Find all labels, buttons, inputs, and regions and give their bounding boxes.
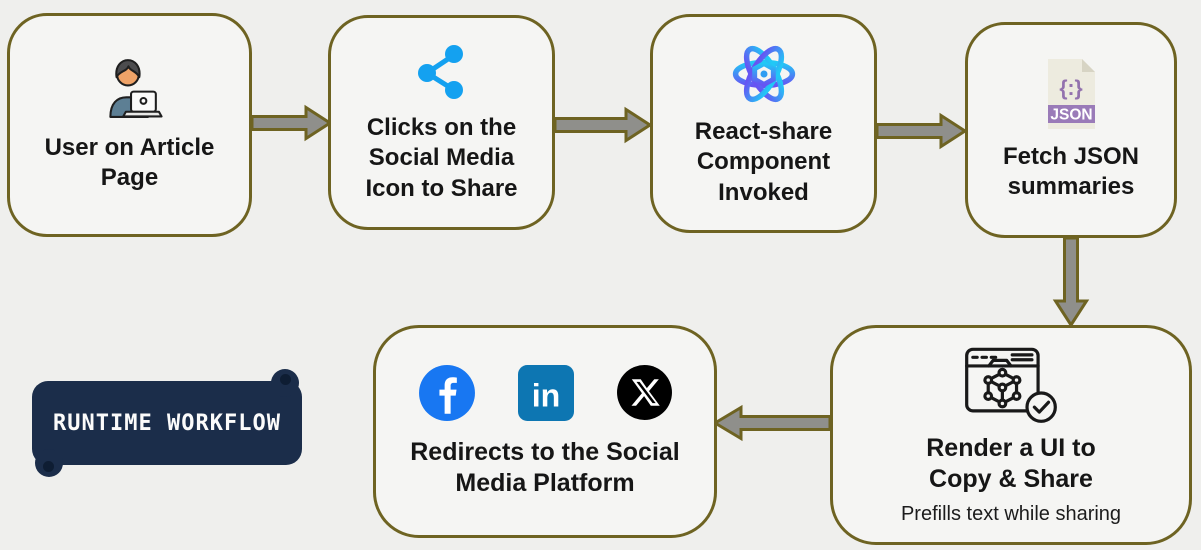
node-label: React-share Component Invoked	[694, 118, 833, 206]
arrow-right-3	[875, 112, 967, 150]
runtime-workflow-badge: RUNTIME WORKFLOW	[32, 369, 302, 477]
json-band-text: JSON	[1050, 106, 1092, 123]
linkedin-icon: in	[517, 364, 574, 421]
arrow-right-1	[250, 104, 332, 142]
social-icons-row: in	[418, 364, 673, 422]
arrow-right-2	[553, 106, 652, 144]
node-label: Fetch JSON summaries	[1002, 142, 1140, 200]
x-icon	[616, 365, 672, 420]
arrow-left	[713, 404, 832, 442]
arrow-down	[1052, 236, 1090, 327]
node-redirects-social-platform: in Redirects to the Social Media Platfor…	[373, 325, 717, 538]
json-file-icon: {:} JSON	[1048, 58, 1095, 129]
node-react-share-component: React-share Component Invoked	[650, 14, 877, 233]
facebook-icon	[418, 364, 475, 421]
badge-curl-top-right	[280, 374, 291, 385]
node-fetch-json-summaries: {:} JSON Fetch JSON summaries	[965, 22, 1177, 238]
node-sublabel: Prefills text while sharing	[900, 502, 1122, 525]
node-user-on-article-page: User on Article Page	[7, 13, 252, 237]
node-render-ui-copy-share: Render a UI to Copy & Share Prefills tex…	[830, 325, 1192, 545]
share-icon	[417, 45, 463, 100]
browser-cube-check-icon	[965, 347, 1057, 423]
badge-label: RUNTIME WORKFLOW	[53, 410, 281, 436]
linkedin-glyph: in	[531, 377, 560, 413]
badge-curl-bottom-left	[43, 461, 54, 472]
node-clicks-social-media-icon: Clicks on the Social Media Icon to Share	[328, 15, 555, 230]
person-laptop-icon	[108, 58, 163, 118]
json-braces-glyph: {:}	[1059, 77, 1082, 100]
react-icon	[732, 46, 795, 103]
node-label: Render a UI to Copy & Share	[926, 433, 1096, 494]
node-label: Redirects to the Social Media Platform	[410, 437, 680, 498]
node-label: User on Article Page	[44, 133, 215, 191]
node-label: Clicks on the Social Media Icon to Share	[365, 114, 518, 202]
